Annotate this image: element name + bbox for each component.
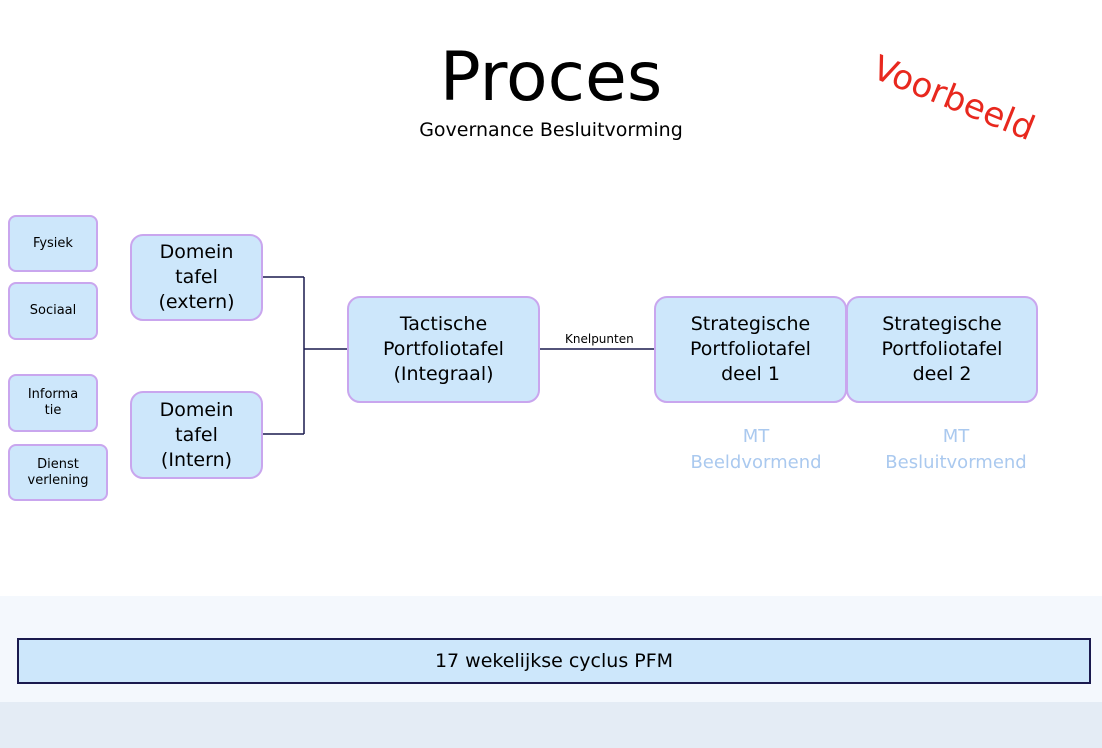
- domain-box-dienstverlening: Dienst verlening: [8, 444, 108, 501]
- domain-box-sociaal: Sociaal: [8, 282, 98, 340]
- strategische-portfoliotafel-deel1: Strategische Portfoliotafel deel 1: [654, 296, 847, 403]
- mt-beeldvormend-label: MT Beeldvormend: [690, 426, 822, 473]
- page-title: Proces: [439, 38, 663, 117]
- tactische-portfoliotafel: Tactische Portfoliotafel (Integraal): [347, 296, 540, 403]
- domain-box-fysiek: Fysiek: [8, 215, 98, 272]
- domein-tafel-intern: Domein tafel (Intern): [130, 391, 263, 479]
- knelpunten-label: Knelpunten: [565, 332, 634, 346]
- mt-besluitvormend-label: MT Besluitvormend: [885, 426, 1027, 473]
- domain-box-informatie: Informa tie: [8, 374, 98, 432]
- domein-tafel-extern: Domein tafel (extern): [130, 234, 263, 321]
- footer-band-dark: [0, 702, 1102, 748]
- strategische-portfoliotafel-deel2: Strategische Portfoliotafel deel 2: [846, 296, 1038, 403]
- page-subtitle: Governance Besluitvorming: [419, 119, 683, 141]
- cycle-bar: 17 wekelijkse cyclus PFM: [17, 638, 1091, 684]
